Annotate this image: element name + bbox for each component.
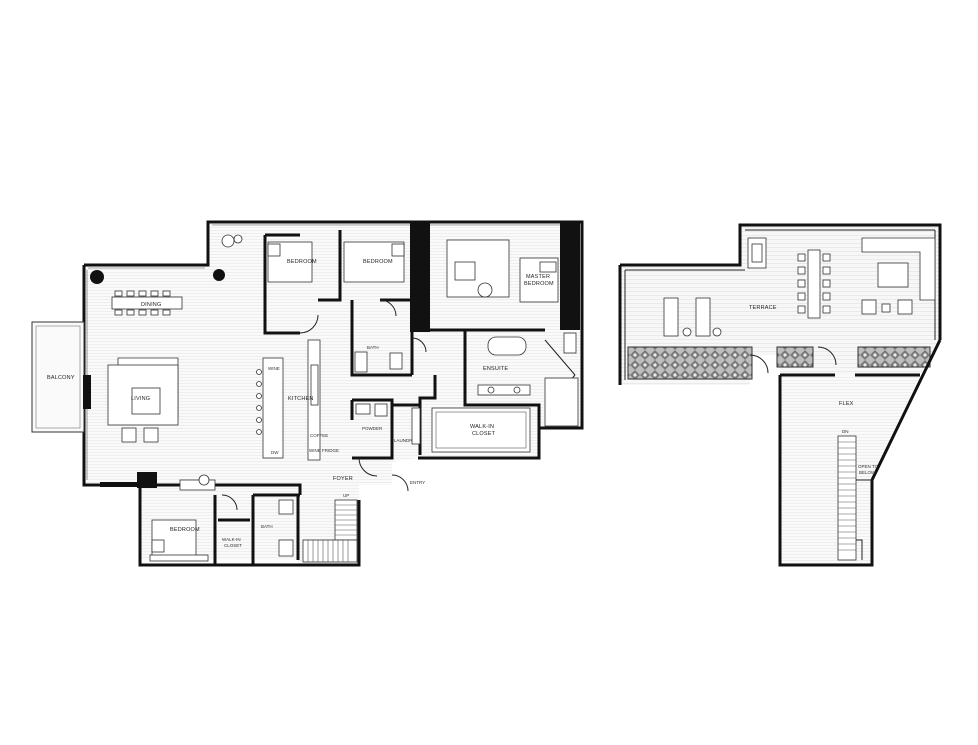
walkin2-label-2: CLOSET [224,543,242,548]
bath-1: BATH [354,337,427,373]
bedroom-2-label: BEDROOM [363,259,393,265]
dining-label: DINING [141,302,161,308]
wine-label: WINE [268,366,280,371]
master-label-1: MASTER [526,274,550,280]
powder-laundry: POWDER LAUNDRY [355,403,421,477]
kitchen: WINE KITCHEN DW COFFEE WINE FRIDGE [256,339,339,461]
bedroom-1: BEDROOM [267,241,319,334]
stair-main: UP [302,493,358,563]
living-label: LIVING [131,396,150,402]
powder-label: POWDER [362,426,383,431]
walkin-label-1: WALK-IN [470,424,494,430]
foyer-label: FOYER [333,476,353,482]
balcony-label: BALCONY [47,375,75,381]
ensuite: ENSUITE [477,332,579,427]
main-level: BALCONY UP [31,220,584,567]
walkin-closet: WALK-IN CLOSET [431,407,531,453]
bedroom-3-label: BEDROOM [170,527,200,533]
master-bedroom: MASTER BEDROOM [446,239,559,303]
bath-1-label: BATH [367,345,379,350]
balcony: BALCONY [31,321,85,433]
dw-label: DW [271,450,279,455]
bedroom-2: BEDROOM [343,241,405,317]
coffee-label: COFFEE [310,433,328,438]
stair-upper: DN OPEN TO BELOW [837,429,879,561]
terrace-label: TERRACE [749,305,777,311]
bedroom-3: BEDROOM WALK-IN CLOSET BATH [149,499,294,562]
laundry-label: LAUNDRY [394,438,415,443]
master-label-2: BEDROOM [524,281,554,287]
ensuite-label: ENSUITE [483,366,508,372]
walkin2-label-1: WALK-IN [222,537,241,542]
dn-label: DN [842,429,849,434]
entry-label: ENTRY [410,480,425,485]
upper-level: TERRACE FLEX DN OPEN TO BELOW [618,223,942,567]
bedroom-1-label: BEDROOM [287,259,317,265]
flex-label: FLEX [839,401,854,407]
bath-2-label: BATH [261,524,273,529]
walkin-label-2: CLOSET [472,431,496,437]
kitchen-label: KITCHEN [288,396,314,402]
open-label-2: BELOW [859,470,876,475]
dining-table: DINING [111,290,183,316]
living-sofa: LIVING [107,357,179,443]
up-label: UP [343,493,349,498]
open-label-1: OPEN TO [858,464,879,469]
wine-fridge-label: WINE FRIDGE [309,448,339,453]
